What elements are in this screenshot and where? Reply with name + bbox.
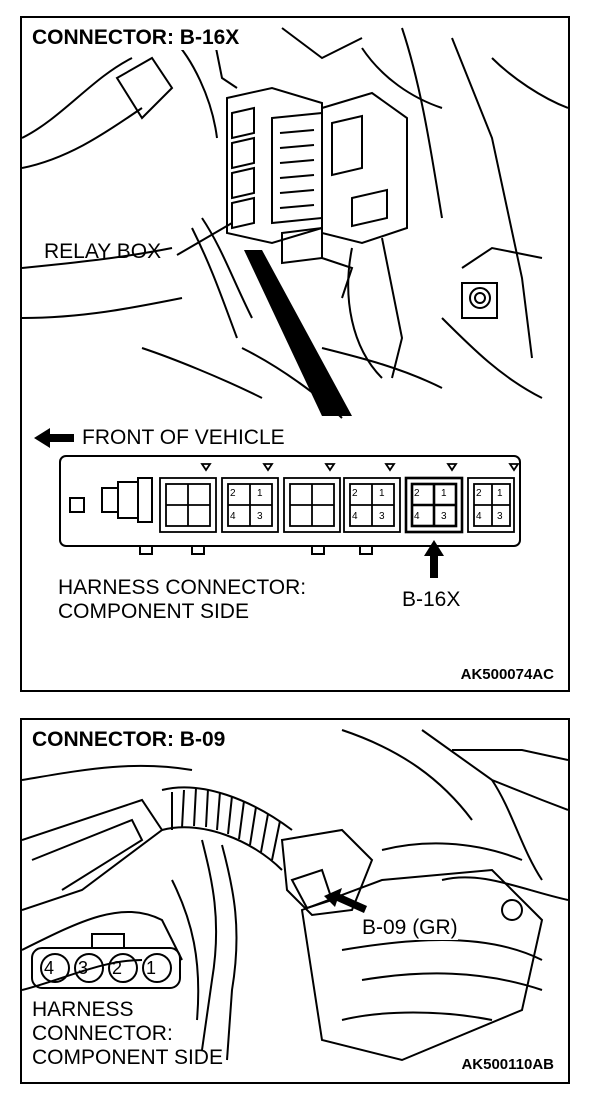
pin-label: 2	[230, 488, 236, 499]
connector-b16x-panel: CONNECTOR: B-16X RELAY BOX FRONT OF VEHI…	[20, 16, 570, 692]
b16x-connector-label: B-16X	[402, 588, 461, 611]
pin-label: 3	[497, 511, 503, 522]
pin-label: 3	[379, 511, 385, 522]
front-of-vehicle-label: FRONT OF VEHICLE	[82, 426, 285, 449]
pin-circle	[108, 953, 138, 983]
socket-1	[159, 477, 217, 533]
harness-line-1: HARNESS	[32, 998, 134, 1021]
pin-label: 2	[352, 488, 358, 499]
page-title-b09: CONNECTOR: B-09	[32, 728, 230, 752]
harness-connector-label: HARNESS CONNECTOR: COMPONENT SIDE	[58, 576, 306, 624]
pin-circle	[40, 953, 70, 983]
pin-label: 4	[230, 511, 236, 522]
socket-2	[221, 477, 279, 533]
socket-5-b16x	[404, 476, 464, 534]
harness-connector-b16x-outline	[59, 455, 521, 555]
socket-3	[283, 477, 341, 533]
figure-code-b16x: AK500074AC	[460, 666, 554, 683]
front-arrow-icon	[34, 428, 74, 448]
b09-connector-label: B-09 (GR)	[362, 916, 458, 940]
relay-box-illustration	[22, 27, 568, 578]
pin-label: 4	[44, 958, 55, 978]
pin-label: 1	[497, 488, 503, 499]
pin-label: 4	[476, 511, 482, 522]
triangle-markers	[200, 463, 520, 472]
pin-label: 4	[414, 511, 420, 522]
leader-wedge	[244, 250, 352, 416]
b09-pointer-arrow-icon	[324, 888, 367, 913]
b16x-pointer-arrow-icon	[424, 540, 444, 578]
harness-line-2: COMPONENT SIDE	[58, 600, 249, 623]
b09-location-illustration	[22, 729, 568, 1062]
figure-code-b09: AK500110AB	[461, 1056, 554, 1073]
pin-label: 1	[146, 958, 157, 978]
pin-label: 2	[414, 488, 420, 499]
pin-label: 1	[379, 488, 385, 499]
pin-label: 4	[352, 511, 358, 522]
harness-line-3: COMPONENT SIDE	[32, 1046, 223, 1069]
pin-label: 1	[441, 488, 447, 499]
pin-label: 3	[257, 511, 263, 522]
pin-label: 2	[112, 958, 123, 978]
harness-line-1: HARNESS CONNECTOR:	[58, 576, 307, 599]
pin-label: 3	[78, 958, 89, 978]
socket-4	[343, 477, 401, 533]
pin-label: 3	[441, 511, 447, 522]
page-title-b16x: CONNECTOR: B-16X	[32, 26, 244, 50]
pin-label: 1	[257, 488, 263, 499]
pin-circle	[74, 953, 104, 983]
harness-connector-b09	[31, 933, 181, 989]
pin-label: 2	[476, 488, 482, 499]
relay-box-label: RELAY BOX	[44, 240, 162, 263]
harness-line-2: CONNECTOR:	[32, 1022, 173, 1045]
connector-b09-panel: CONNECTOR: B-09 4 3 2 1 B-09 (GR) HARNES…	[20, 718, 570, 1084]
harness-connector-label: HARNESS CONNECTOR: COMPONENT SIDE	[32, 998, 223, 1070]
socket-6	[467, 477, 515, 533]
pin-circle	[142, 953, 172, 983]
